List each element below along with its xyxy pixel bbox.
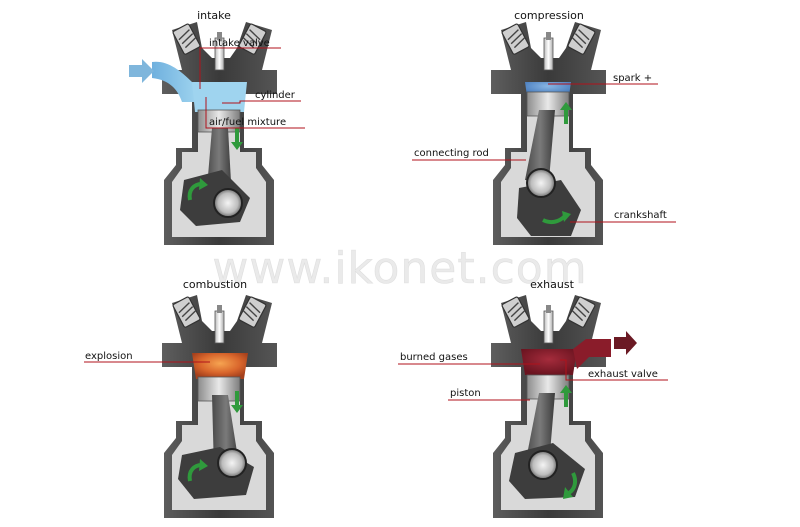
- panel-intake: [152, 21, 278, 246]
- cylinder-label: cylinder: [255, 90, 296, 101]
- compression-piston-arrow: [560, 102, 572, 124]
- air-fuel-mixture-label: air/fuel mixture: [209, 117, 286, 128]
- crankshaft-label: crankshaft: [614, 210, 667, 221]
- exhaust-valve-leader: [560, 359, 668, 381]
- intake-flow-arrow: [129, 59, 154, 83]
- cylinder-leader: [222, 100, 301, 104]
- exhaust-outflow: [573, 339, 611, 369]
- burned-gases-label: burned gases: [400, 352, 468, 363]
- combustion-chamber: [192, 353, 248, 379]
- exhaust-crankshaft: [528, 450, 558, 480]
- combustion-piston-arrow: [231, 391, 243, 413]
- exhaust-title: exhaust: [530, 278, 574, 291]
- air-fuel-mixture-leader: [205, 97, 305, 129]
- exhaust-piston-arrow: [560, 385, 572, 407]
- exhaust-flow-arrow: [614, 331, 637, 355]
- compression-title: compression: [514, 9, 584, 22]
- spark-label: spark +: [613, 73, 652, 84]
- explosion-label: explosion: [85, 351, 133, 362]
- intake-valve-leader: [199, 47, 281, 89]
- panel-combustion: [161, 294, 278, 519]
- combustion-title: combustion: [183, 278, 247, 291]
- exhaust-chamber: [521, 349, 577, 375]
- exhaust-crank-arrow: [567, 472, 578, 495]
- compression-crankshaft: [526, 168, 556, 198]
- intake-title: intake: [197, 9, 231, 22]
- exhaust-valve-label: exhaust valve: [588, 369, 658, 380]
- panel-exhaust: [490, 294, 611, 519]
- piston-label: piston: [450, 388, 481, 399]
- combustion-crankshaft: [217, 448, 247, 478]
- intake-valve-label: intake valve: [209, 38, 270, 49]
- watermark: www.ikonet.com: [212, 243, 587, 294]
- connecting-rod-label: connecting rod: [414, 148, 489, 159]
- panel-compression: [490, 21, 607, 246]
- compression-connecting-rod: [525, 110, 555, 180]
- intake-airflow: [152, 61, 198, 102]
- intake-crankshaft: [213, 188, 243, 218]
- intake-piston-arrow: [231, 128, 243, 150]
